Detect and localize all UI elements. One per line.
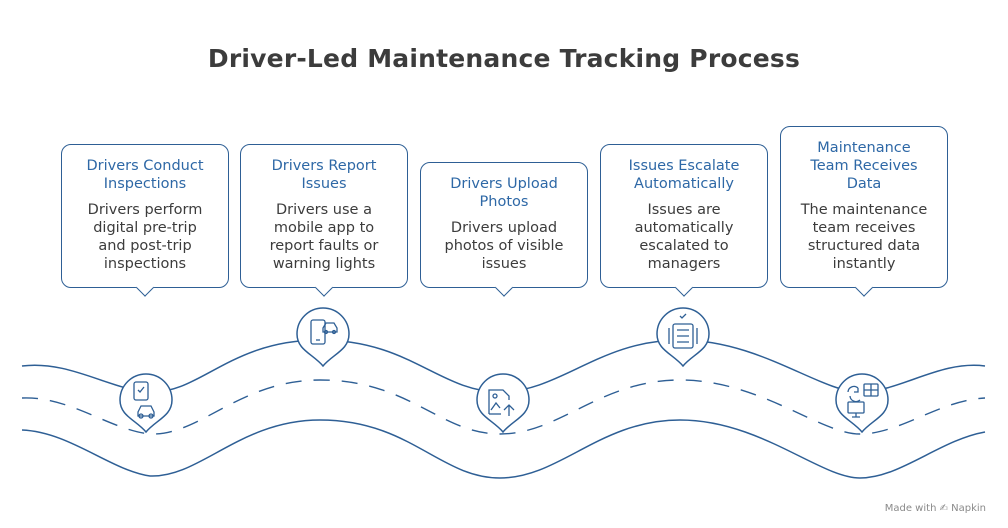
step-description: Drivers perform digital pre-trip and pos… bbox=[87, 202, 203, 272]
step-card-5: Maintenance Team Receives Data The maint… bbox=[780, 126, 948, 288]
step-heading: Drivers Upload Photos bbox=[450, 176, 558, 210]
napkin-watermark: Made with ✍ Napkin bbox=[884, 503, 986, 514]
photo-upload-icon bbox=[488, 389, 515, 416]
step-description: The maintenance team receives structured… bbox=[800, 202, 928, 272]
step-card-4: Issues Escalate Automatically Issues are… bbox=[600, 144, 768, 288]
step-card-3: Drivers Upload Photos Drivers upload pho… bbox=[420, 162, 588, 288]
checklist-escalate-icon bbox=[668, 313, 698, 349]
step-heading: Drivers Conduct Inspections bbox=[86, 158, 204, 192]
step-heading: Drivers Report Issues bbox=[271, 158, 377, 192]
pin-3 bbox=[476, 373, 530, 434]
road-edge-bottom bbox=[21, 419, 986, 479]
diagram-title: Driver-Led Maintenance Tracking Process bbox=[207, 44, 801, 73]
mobile-car-icon bbox=[310, 319, 338, 345]
pin-1 bbox=[119, 373, 173, 434]
pin-2 bbox=[296, 307, 350, 368]
pin-4 bbox=[656, 307, 710, 368]
pin-5 bbox=[835, 373, 889, 434]
step-card-1: Drivers Conduct Inspections Drivers perf… bbox=[61, 144, 229, 288]
step-heading: Maintenance Team Receives Data bbox=[810, 140, 918, 192]
inspection-car-icon bbox=[133, 381, 155, 419]
step-description: Issues are automatically escalated to ma… bbox=[634, 202, 734, 272]
step-description: Drivers use a mobile app to report fault… bbox=[269, 202, 379, 272]
data-transfer-monitor-icon bbox=[847, 383, 879, 418]
step-description: Drivers upload photos of visible issues bbox=[444, 220, 564, 272]
step-heading: Issues Escalate Automatically bbox=[628, 158, 740, 192]
road-center-line bbox=[21, 379, 986, 435]
step-card-2: Drivers Report Issues Drivers use a mobi… bbox=[240, 144, 408, 288]
